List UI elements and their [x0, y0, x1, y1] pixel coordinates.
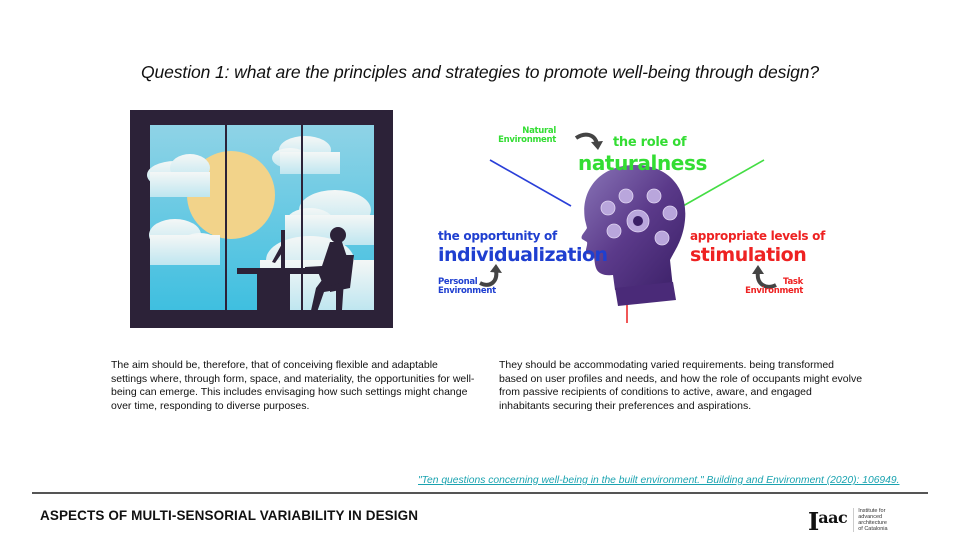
- task-env-line1: Task: [783, 277, 803, 287]
- stimulation-subtitle: appropriate levels of: [690, 229, 826, 243]
- footer-divider: [32, 492, 928, 494]
- green-connector-line: [682, 159, 765, 207]
- natural-environment-label: Natural Environment: [498, 127, 556, 145]
- task-env-line2: Environment: [745, 286, 803, 296]
- naturalness-subtitle: the role of: [613, 135, 687, 150]
- task-arrow-icon: [755, 271, 777, 289]
- natural-env-line1: Natural: [522, 126, 556, 136]
- head-icon: [581, 165, 686, 306]
- naturalness-title: naturalness: [578, 151, 707, 175]
- logo-text: Institute for advanced architecture of C…: [858, 508, 887, 532]
- logo-text-line4: of Catalonia: [858, 526, 888, 532]
- diagram-lines: [479, 132, 777, 323]
- personal-environment-label: Personal Environment: [438, 278, 496, 296]
- person-at-desk-icon: [130, 110, 393, 329]
- right-paragraph: They should be accommodating varied requ…: [499, 359, 863, 412]
- citation-link[interactable]: "Ten questions concerning well-being in …: [418, 475, 900, 486]
- logo-separator: [853, 508, 855, 532]
- footer-title: ASPECTS OF MULTI-SENSORIAL VARIABILITY I…: [40, 508, 419, 523]
- iaac-logo-mark: Iaac: [808, 506, 848, 536]
- blue-connector-line: [489, 159, 572, 207]
- logo-text-line3: architecture: [858, 520, 887, 526]
- task-environment-label: Task Environment: [745, 278, 803, 296]
- iaac-logo: Iaac Institute for advanced architecture…: [808, 506, 888, 534]
- stimulation-title: stimulation: [690, 244, 807, 266]
- logo-mark-main: I: [808, 507, 819, 536]
- left-paragraph: The aim should be, therefore, that of co…: [111, 359, 475, 412]
- personal-env-line1: Personal: [438, 277, 478, 287]
- window-desk-illustration: [130, 110, 393, 329]
- logo-mark-sup: aac: [818, 508, 848, 527]
- natural-env-line2: Environment: [498, 135, 556, 145]
- wellbeing-diagram: [430, 110, 820, 330]
- logo-text-line1: Institute for: [858, 508, 886, 514]
- personal-env-line2: Environment: [438, 286, 496, 296]
- individualization-subtitle: the opportunity of: [438, 229, 557, 243]
- personal-arrow-icon: [479, 269, 499, 287]
- slide-question-heading: Question 1: what are the principles and …: [141, 62, 819, 82]
- individualization-title: individualization: [438, 244, 608, 266]
- logo-text-line2: advanced: [858, 514, 883, 520]
